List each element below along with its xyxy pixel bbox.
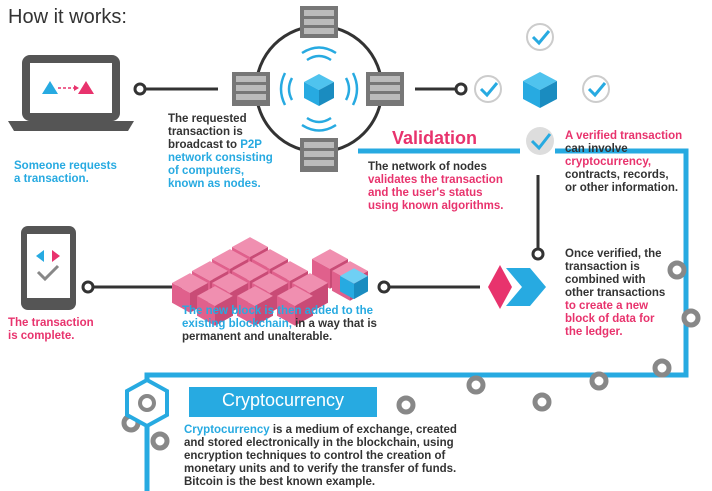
blockchain-icon (172, 237, 368, 326)
chain-dot (667, 260, 687, 280)
chain-dot (652, 358, 672, 378)
server-icon (300, 138, 338, 172)
connector-dot (133, 82, 147, 96)
hexagon-icon (125, 377, 169, 429)
chain-dot (150, 431, 170, 451)
server-icon (232, 72, 270, 106)
check-icon (474, 75, 502, 103)
server-icon (300, 6, 338, 38)
combine-blocks-icon (488, 265, 546, 309)
crypto-description: Cryptocurrency is a medium of exchange, … (184, 424, 457, 488)
chain-dot (532, 392, 552, 412)
phone-icon (21, 226, 76, 310)
server-icon (366, 72, 404, 106)
validation-caption: The network of nodes validates the trans… (368, 161, 504, 212)
connector-dot (377, 280, 391, 294)
complete-caption: The transaction is complete. (8, 317, 94, 342)
request-caption: Someone requests a transaction. (14, 160, 117, 185)
combined-caption: Once verified, the transaction is combin… (565, 248, 666, 338)
added-caption: The new block is then added to the exist… (182, 305, 377, 343)
connector-dot (81, 280, 95, 294)
connector-dot (531, 247, 545, 261)
laptop-icon (8, 55, 134, 131)
crypto-heading: Cryptocurrency (221, 390, 345, 410)
broadcast-caption: The requested transaction is broadcast t… (168, 113, 273, 190)
validation-heading: Validation (392, 128, 478, 148)
check-icon (582, 75, 610, 103)
check-icon (526, 127, 554, 155)
cube-icon (304, 74, 334, 106)
chain-dot (396, 395, 416, 415)
cube-icon (523, 72, 557, 108)
check-icon (526, 23, 554, 51)
chain-dot (466, 375, 486, 395)
page-title: How it works: (8, 6, 127, 28)
crypto-banner (189, 387, 377, 417)
verified-caption: A verified transaction can involve crypt… (565, 130, 683, 194)
connector-dot (454, 82, 468, 96)
chain-dot (589, 371, 609, 391)
chain-dot (681, 308, 701, 328)
broadcast-waves-icon (279, 46, 359, 132)
